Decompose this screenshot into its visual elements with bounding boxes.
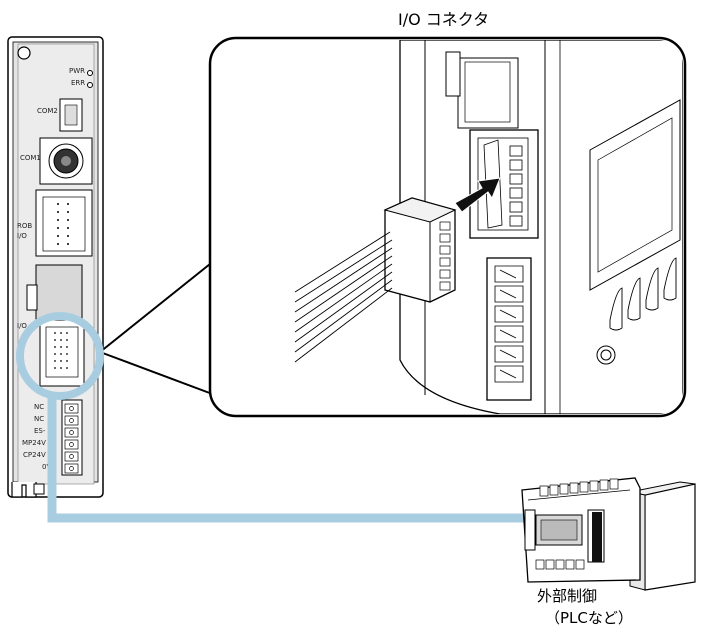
mounting-hole-icon xyxy=(17,46,31,60)
io-plug xyxy=(383,197,457,303)
terminal-label: MP24V xyxy=(22,439,46,447)
callout-pointer xyxy=(99,259,216,396)
terminal-label: NC xyxy=(34,403,44,411)
external-control-label: 外部制御 xyxy=(537,587,598,605)
plug-cable xyxy=(294,231,393,363)
pwr-led-label: PWR xyxy=(69,67,85,75)
io-cable xyxy=(47,396,545,523)
err-led-icon xyxy=(87,82,93,88)
terminal-label: NC xyxy=(34,415,44,423)
com1-label: COM1 xyxy=(20,154,41,162)
plc-device-icon xyxy=(521,477,696,591)
io-highlight-ring xyxy=(16,312,104,400)
io-connector-callout-title: I/O コネクタ xyxy=(398,10,490,29)
terminal-label: CP24V xyxy=(23,451,46,459)
rob-io-label: I/O xyxy=(17,232,27,240)
callout-zoom-illustration xyxy=(294,40,683,414)
rob-label: ROB xyxy=(17,222,32,230)
pwr-led-icon xyxy=(87,70,93,76)
err-led-label: ERR xyxy=(71,79,85,87)
mounting-foot xyxy=(11,482,37,498)
insert-arrow-icon xyxy=(454,177,501,213)
com2-label: COM2 xyxy=(37,107,58,115)
external-control-sublabel: （PLCなど） xyxy=(545,609,633,627)
terminal-label: ES- xyxy=(34,427,46,435)
terminal-label: 0V xyxy=(42,463,51,471)
io-label: I/O xyxy=(17,322,27,330)
